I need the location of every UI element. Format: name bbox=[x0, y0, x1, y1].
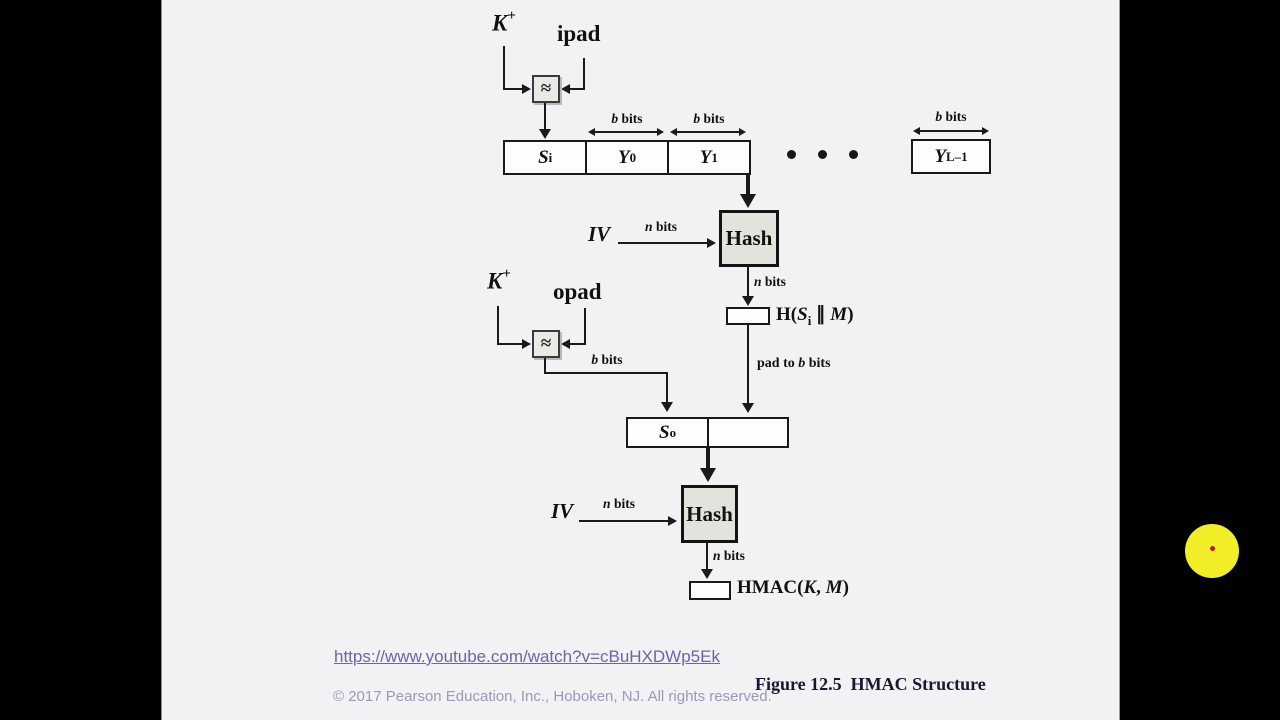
n-bits-label-h2out: n bits bbox=[713, 548, 745, 563]
connector bbox=[747, 325, 749, 404]
connector bbox=[666, 372, 668, 403]
connector bbox=[544, 103, 546, 130]
k-letter: K bbox=[492, 10, 508, 36]
arrowhead-left-icon bbox=[588, 128, 595, 136]
copyright-text: © 2017 Pearson Education, Inc., Hoboken,… bbox=[333, 688, 772, 705]
key-plus-label-top: K+ bbox=[492, 8, 516, 37]
connector bbox=[579, 520, 669, 522]
connector bbox=[706, 448, 710, 469]
connector bbox=[544, 372, 668, 374]
arrowhead-down-icon bbox=[701, 569, 713, 579]
ellipsis-dot bbox=[849, 150, 858, 159]
arrowhead-down-icon bbox=[742, 403, 754, 413]
arrowhead-left-icon bbox=[561, 339, 570, 349]
connector bbox=[497, 306, 499, 345]
n-bits-label-iv1: n bits bbox=[645, 219, 677, 234]
ellipsis-dot bbox=[787, 150, 796, 159]
connector bbox=[746, 175, 750, 195]
n-bits-label-h1out: n bits bbox=[754, 274, 786, 289]
connector bbox=[920, 130, 982, 132]
pad-to-b-bits-label: pad to b bits bbox=[757, 356, 831, 371]
arrowhead-right-icon bbox=[522, 339, 531, 349]
key-plus-label-bottom: K+ bbox=[487, 266, 511, 294]
hash-box-inner: Hash bbox=[719, 210, 779, 267]
arrowhead-down-icon bbox=[661, 402, 673, 412]
xor-box-top: ≈ bbox=[532, 75, 560, 103]
connector bbox=[584, 308, 586, 345]
laser-pointer-highlight bbox=[1185, 524, 1239, 578]
connector bbox=[747, 267, 749, 297]
connector bbox=[618, 242, 708, 244]
arrowhead-left-icon bbox=[913, 127, 920, 135]
arrowhead-right-icon bbox=[739, 128, 746, 136]
hash-box-outer: Hash bbox=[681, 485, 738, 543]
h-output-label: H(Si ∥ M) bbox=[776, 304, 854, 328]
b-bits-label-y0: b bits bbox=[611, 111, 643, 126]
arrowhead-down-icon bbox=[700, 468, 716, 482]
h-output-box bbox=[726, 307, 770, 325]
arrowhead-left-icon bbox=[670, 128, 677, 136]
arrowhead-right-icon bbox=[668, 516, 677, 526]
k-plus-sup: + bbox=[507, 8, 516, 24]
hmac-output-box bbox=[689, 581, 731, 600]
ellipsis-dot bbox=[818, 150, 827, 159]
connector bbox=[583, 58, 585, 90]
iv-label-top: IV bbox=[588, 222, 611, 246]
connector bbox=[595, 131, 657, 133]
b-bits-label-ylast: b bits bbox=[935, 109, 967, 124]
youtube-link[interactable]: https://www.youtube.com/watch?v=cBuHXDWp… bbox=[334, 647, 720, 666]
b-bits-label-opad: b bits bbox=[591, 352, 623, 367]
connector bbox=[677, 131, 739, 133]
n-bits-label-iv2: n bits bbox=[603, 496, 635, 511]
hmac-output-label: HMAC(K, M) bbox=[737, 577, 849, 598]
arrowhead-down-icon bbox=[539, 129, 551, 139]
arrowhead-right-icon bbox=[657, 128, 664, 136]
connector bbox=[569, 343, 586, 345]
xor-box-bottom: ≈ bbox=[532, 330, 560, 358]
connector bbox=[503, 88, 523, 90]
arrowhead-right-icon bbox=[522, 84, 531, 94]
arrowhead-down-icon bbox=[742, 296, 754, 306]
b-bits-label-y1: b bits bbox=[693, 111, 725, 126]
connector bbox=[503, 46, 505, 90]
cell-so-pad bbox=[707, 419, 787, 446]
pointer-dot-icon bbox=[1210, 546, 1215, 551]
figure-caption: Figure 12.5 HMAC Structure bbox=[755, 674, 986, 694]
connector bbox=[497, 343, 522, 345]
arrowhead-right-icon bbox=[707, 238, 716, 248]
arrowhead-left-icon bbox=[561, 84, 570, 94]
connector bbox=[706, 543, 708, 570]
connector bbox=[569, 88, 585, 90]
arrowhead-down-icon bbox=[740, 194, 756, 208]
iv-label-bottom: IV bbox=[551, 499, 574, 523]
opad-label: opad bbox=[553, 279, 602, 304]
connector bbox=[544, 358, 546, 374]
arrowhead-right-icon bbox=[982, 127, 989, 135]
ipad-label: ipad bbox=[557, 21, 601, 46]
